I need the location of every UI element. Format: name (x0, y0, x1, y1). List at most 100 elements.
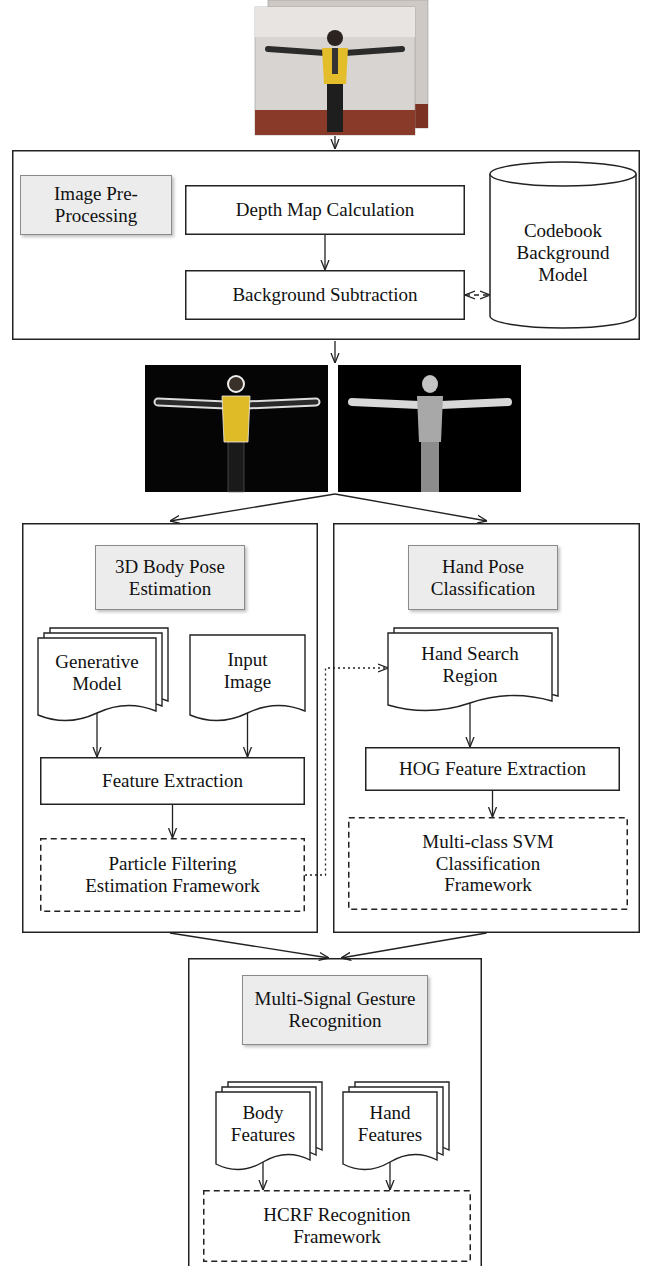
flow-connector (389, 1162, 390, 1190)
flow-connector (247, 713, 248, 757)
person-vest (322, 48, 348, 84)
box-label: Body Features (223, 1102, 303, 1146)
silhouette-head (422, 375, 438, 393)
document-page (343, 1092, 437, 1170)
flow-arrow (334, 136, 335, 149)
flow-arrows (170, 136, 487, 521)
heading-wrap: Hand Pose Classification (408, 545, 558, 610)
box-label: Feature Extraction (102, 770, 243, 792)
stage-heading: Hand Pose Classification (408, 545, 558, 610)
box-border (349, 818, 628, 910)
silhouette-arm (352, 402, 419, 405)
box-label: Codebook Background Model (507, 220, 619, 286)
person-head (327, 30, 343, 46)
box-label: Generative Model (47, 651, 147, 695)
framework-box: Multi-class SVM Classification Framework (348, 817, 628, 910)
document-stack: Generative Model (38, 628, 168, 723)
document-stack: Hand Search Region (388, 628, 558, 713)
person-head (228, 376, 244, 392)
stage-panel: Hand Search RegionHOG Feature Extraction… (333, 523, 640, 933)
label-area: Hand Search Region (388, 635, 552, 695)
heading-wrap: Multi-Signal Gesture Recognition (242, 975, 428, 1045)
box-border (41, 758, 305, 805)
box-border (186, 271, 465, 320)
document-page (38, 638, 156, 721)
silhouette-body (417, 396, 443, 442)
box-label: Multi-class SVM Classification Framework (398, 831, 578, 897)
box-label: Particle Filtering Estimation Framework (73, 853, 273, 897)
process-box: Background Subtraction (185, 270, 465, 320)
label-area: HOG Feature Extraction (365, 747, 620, 791)
flow-connector (170, 933, 329, 958)
flow-connector (492, 791, 493, 817)
panel-border (334, 524, 640, 933)
image-ground (145, 365, 328, 492)
stage-heading: Image Pre-Processing (20, 175, 172, 235)
edge-group (97, 235, 493, 1190)
person-arm-outline (158, 402, 226, 405)
cylinder-top (490, 162, 636, 186)
label-area: Background Subtraction (185, 270, 465, 320)
panel-border (189, 959, 482, 1266)
label-area: Input Image (190, 637, 305, 705)
framework-box: Particle Filtering Estimation Framework (40, 838, 305, 912)
label-area: HCRF Recognition Framework (203, 1190, 471, 1262)
silhouette-arm (441, 402, 508, 405)
box-label: HCRF Recognition Framework (252, 1204, 422, 1248)
label-area: Depth Map Calculation (185, 185, 465, 235)
cylinder-body (490, 174, 636, 328)
document-page (190, 635, 305, 721)
stage-panel: Body Features Hand FeaturesHCRF Recogniti… (188, 958, 482, 1266)
flow-connector (262, 1162, 263, 1190)
document-page (216, 1092, 310, 1170)
person-legs (228, 440, 244, 492)
stage-heading: Multi-Signal Gesture Recognition (242, 975, 428, 1045)
document-stack: Body Features (216, 1082, 322, 1172)
label-area: Particle Filtering Estimation Framework (40, 838, 305, 912)
process-box: HOG Feature Extraction (365, 747, 620, 791)
person-arm (246, 402, 316, 405)
box-label: Depth Map Calculation (236, 199, 414, 221)
document-page (388, 633, 552, 711)
box-border (366, 748, 620, 791)
stage-heading: 3D Body Pose Estimation (95, 545, 245, 610)
panel-border (13, 151, 640, 340)
panel-border (23, 524, 318, 933)
person-arm-outline (246, 402, 316, 405)
process-box: Depth Map Calculation (185, 185, 465, 235)
person-shirt (332, 48, 338, 74)
flow-connector (469, 703, 470, 747)
document-stack: Hand Features (343, 1082, 449, 1172)
box-border (41, 839, 305, 912)
flow-connector (96, 713, 97, 757)
heading-wrap: 3D Body Pose Estimation (95, 545, 245, 610)
database-cylinder: Codebook Background Model (490, 162, 636, 328)
flow-connector (324, 235, 325, 270)
person-arm (158, 402, 226, 405)
process-box: Feature Extraction (40, 757, 305, 805)
box-label: Input Image (213, 649, 283, 693)
input-photo (255, 0, 428, 135)
flow-connector (465, 294, 490, 295)
box-label: Hand Search Region (415, 643, 525, 687)
segmented-image (145, 365, 328, 492)
document-shape: Input Image (190, 635, 305, 723)
silhouette-legs (421, 440, 439, 492)
person-arm (345, 49, 402, 53)
flow-arrow (170, 494, 335, 521)
stage-panel: Depth Map CalculationBackground Subtract… (12, 150, 640, 340)
box-label: Hand Features (350, 1102, 430, 1146)
image-ground (338, 365, 521, 492)
heading-wrap: Image Pre-Processing (20, 175, 172, 235)
photo-frame (255, 7, 415, 135)
person-arm (268, 49, 325, 53)
stage-panel: Generative Model Input ImageFeature Extra… (22, 523, 318, 933)
depth-image (338, 365, 521, 492)
label-area: Codebook Background Model (490, 190, 636, 316)
flow-connector (172, 805, 173, 838)
box-label: Background Subtraction (232, 284, 417, 306)
label-area: Body Features (216, 1094, 310, 1154)
label-area: Hand Features (343, 1094, 437, 1154)
framework-box: HCRF Recognition Framework (203, 1190, 471, 1262)
